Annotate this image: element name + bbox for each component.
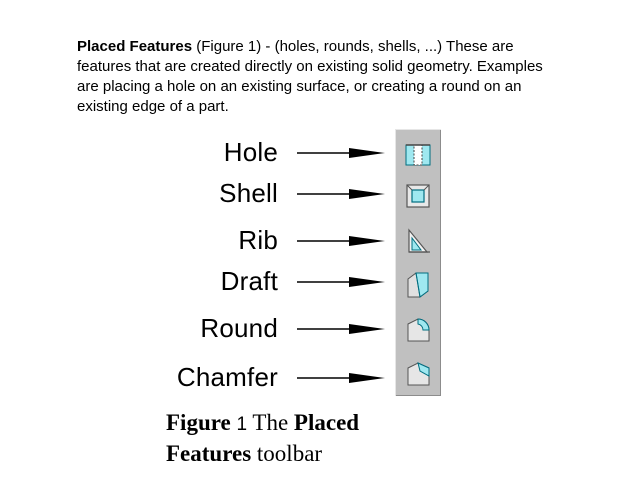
label-draft: Draft — [220, 266, 278, 296]
figure-caption: Figure 1 The Placed Features toolbar — [166, 408, 359, 468]
arrow-round — [297, 324, 385, 334]
caption-figure-number: 1 — [236, 414, 248, 435]
round-icon[interactable] — [403, 315, 433, 345]
arrow-shell — [297, 189, 385, 199]
shell-icon[interactable] — [403, 181, 433, 211]
label-round: Round — [200, 313, 278, 343]
caption-bold-placed: Placed — [293, 410, 360, 435]
label-shell: Shell — [219, 178, 278, 208]
placed-features-toolbar — [395, 129, 441, 396]
draft-icon[interactable] — [403, 269, 433, 299]
label-rib: Rib — [238, 225, 278, 255]
caption-figure-word: Figure — [166, 410, 231, 435]
arrow-chamfer — [297, 373, 385, 383]
arrow-hole — [297, 148, 385, 158]
intro-paragraph: Placed Features (Figure 1) - (holes, rou… — [77, 37, 557, 117]
intro-text: (Figure 1) - (holes, rounds, shells, ...… — [77, 38, 543, 115]
caption-bold-features: Features — [166, 441, 252, 466]
rib-icon[interactable] — [403, 226, 433, 256]
arrow-rib — [297, 236, 385, 246]
chamfer-icon[interactable] — [403, 359, 433, 389]
caption-end: toolbar — [256, 441, 323, 466]
intro-lead: Placed Features — [77, 38, 193, 55]
label-chamfer: Chamfer — [176, 362, 278, 392]
arrow-draft — [297, 277, 385, 287]
label-hole: Hole — [223, 137, 278, 167]
caption-mid: The — [252, 410, 289, 435]
hole-icon[interactable] — [403, 139, 433, 169]
